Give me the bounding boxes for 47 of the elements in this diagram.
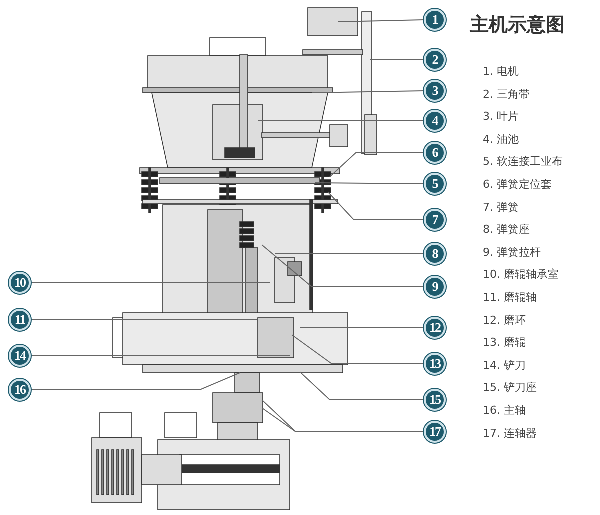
leader-line — [292, 334, 424, 364]
callout-number: 3 — [424, 80, 446, 102]
legend-item: 15. 铲刀座 — [483, 380, 537, 396]
callout-number: 5 — [424, 173, 446, 195]
callout-number: 9 — [424, 276, 446, 298]
leader-line — [312, 90, 424, 94]
leader-line — [330, 152, 424, 178]
callout-number: 13 — [424, 353, 446, 375]
legend-item: 13. 磨辊 — [483, 335, 526, 350]
legend-item: 8. 弹簧座 — [483, 222, 530, 238]
callout-number: 8 — [424, 243, 446, 265]
legend-item: 14. 铲刀 — [483, 358, 526, 373]
legend-item: 4. 油池 — [483, 132, 519, 147]
leader-line — [30, 372, 240, 390]
legend-item: 1. 电机 — [483, 64, 519, 79]
leader-line — [262, 244, 424, 288]
legend-item: 5. 软连接工业布 — [483, 154, 563, 170]
callout-number: 10 — [9, 272, 31, 294]
leader-line — [338, 20, 424, 22]
leader-line — [314, 182, 424, 184]
legend-item: 6. 弹簧定位套 — [483, 177, 552, 192]
callout-number: 6 — [424, 142, 446, 164]
legend-item: 3. 叶片 — [483, 109, 519, 124]
callout-number: 4 — [424, 110, 446, 132]
callout-number: 7 — [424, 209, 446, 231]
legend-item: 9. 弹簧拉杆 — [483, 244, 541, 260]
callout-number: 11 — [9, 309, 31, 331]
callout-number: 2 — [424, 49, 446, 71]
leader-line — [328, 192, 424, 220]
diagram-title: 主机示意图 — [470, 13, 565, 38]
legend-item: 12. 磨环 — [483, 312, 526, 328]
callout-number: 1 — [424, 9, 446, 31]
callout-number: 12 — [424, 317, 446, 339]
leader-line — [300, 372, 424, 400]
leader-line — [262, 408, 424, 432]
legend-item: 10. 磨辊轴承室 — [483, 267, 559, 282]
callout-number: 17 — [424, 421, 446, 443]
legend-item: 11. 磨辊轴 — [483, 290, 537, 305]
callout-number: 15 — [424, 389, 446, 411]
callout-number: 14 — [9, 345, 31, 367]
callout-number: 16 — [9, 379, 31, 401]
legend-item: 16. 主轴 — [483, 403, 526, 418]
legend-item: 17. 连轴器 — [483, 426, 537, 441]
leader-line — [30, 282, 270, 284]
legend-item: 7. 弹簧 — [483, 200, 519, 215]
leader-line — [258, 120, 424, 122]
legend-item: 2. 三角带 — [483, 86, 530, 102]
